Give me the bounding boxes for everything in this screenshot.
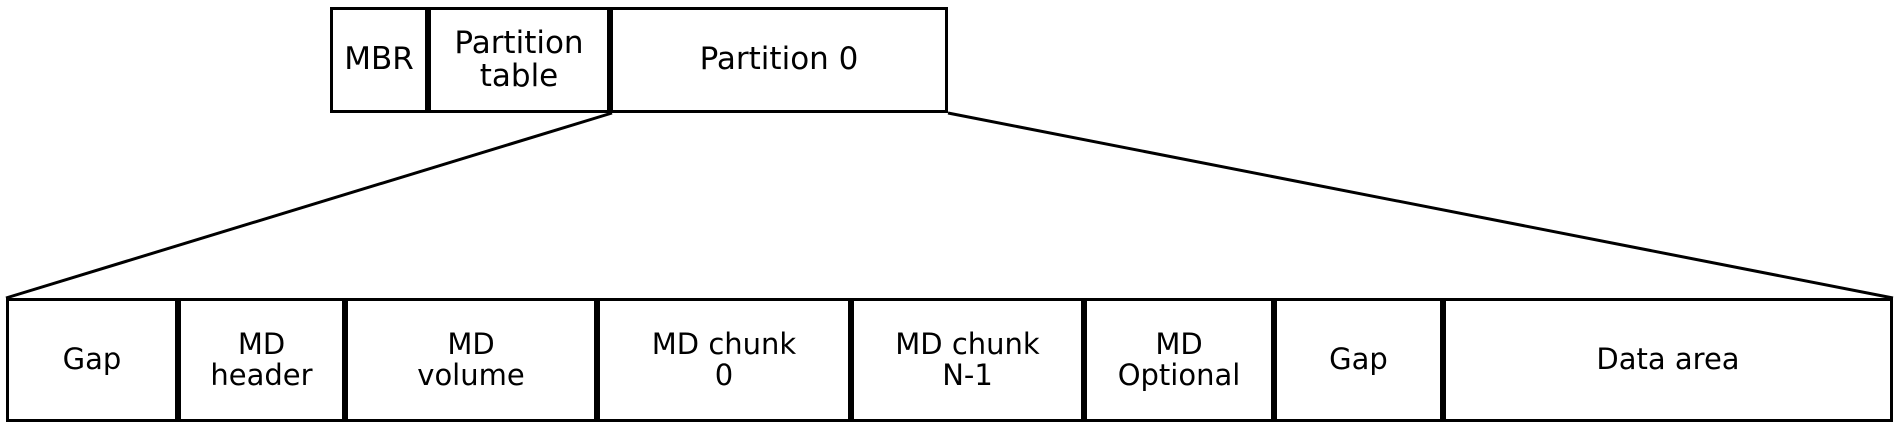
expand-connector-left xyxy=(5,111,613,300)
cell-box-gap xyxy=(6,298,178,422)
cell-box-md-chunk-0 xyxy=(597,298,851,422)
top-row-boxes xyxy=(330,7,948,113)
connectors-group xyxy=(5,111,1894,300)
cell-box-md-volume xyxy=(345,298,597,422)
cell-box-partition-0 xyxy=(610,7,948,113)
cell-box-md-header xyxy=(178,298,345,422)
cell-box-partition-table xyxy=(428,7,610,113)
expand-connector-right xyxy=(947,111,1894,300)
cell-box-md-optional xyxy=(1084,298,1274,422)
cell-box-gap xyxy=(1274,298,1443,422)
cell-box-mbr xyxy=(330,7,428,113)
cell-box-md-chunk-n-1 xyxy=(851,298,1084,422)
bottom-row-boxes xyxy=(6,298,1893,422)
cell-box-data-area xyxy=(1443,298,1893,422)
